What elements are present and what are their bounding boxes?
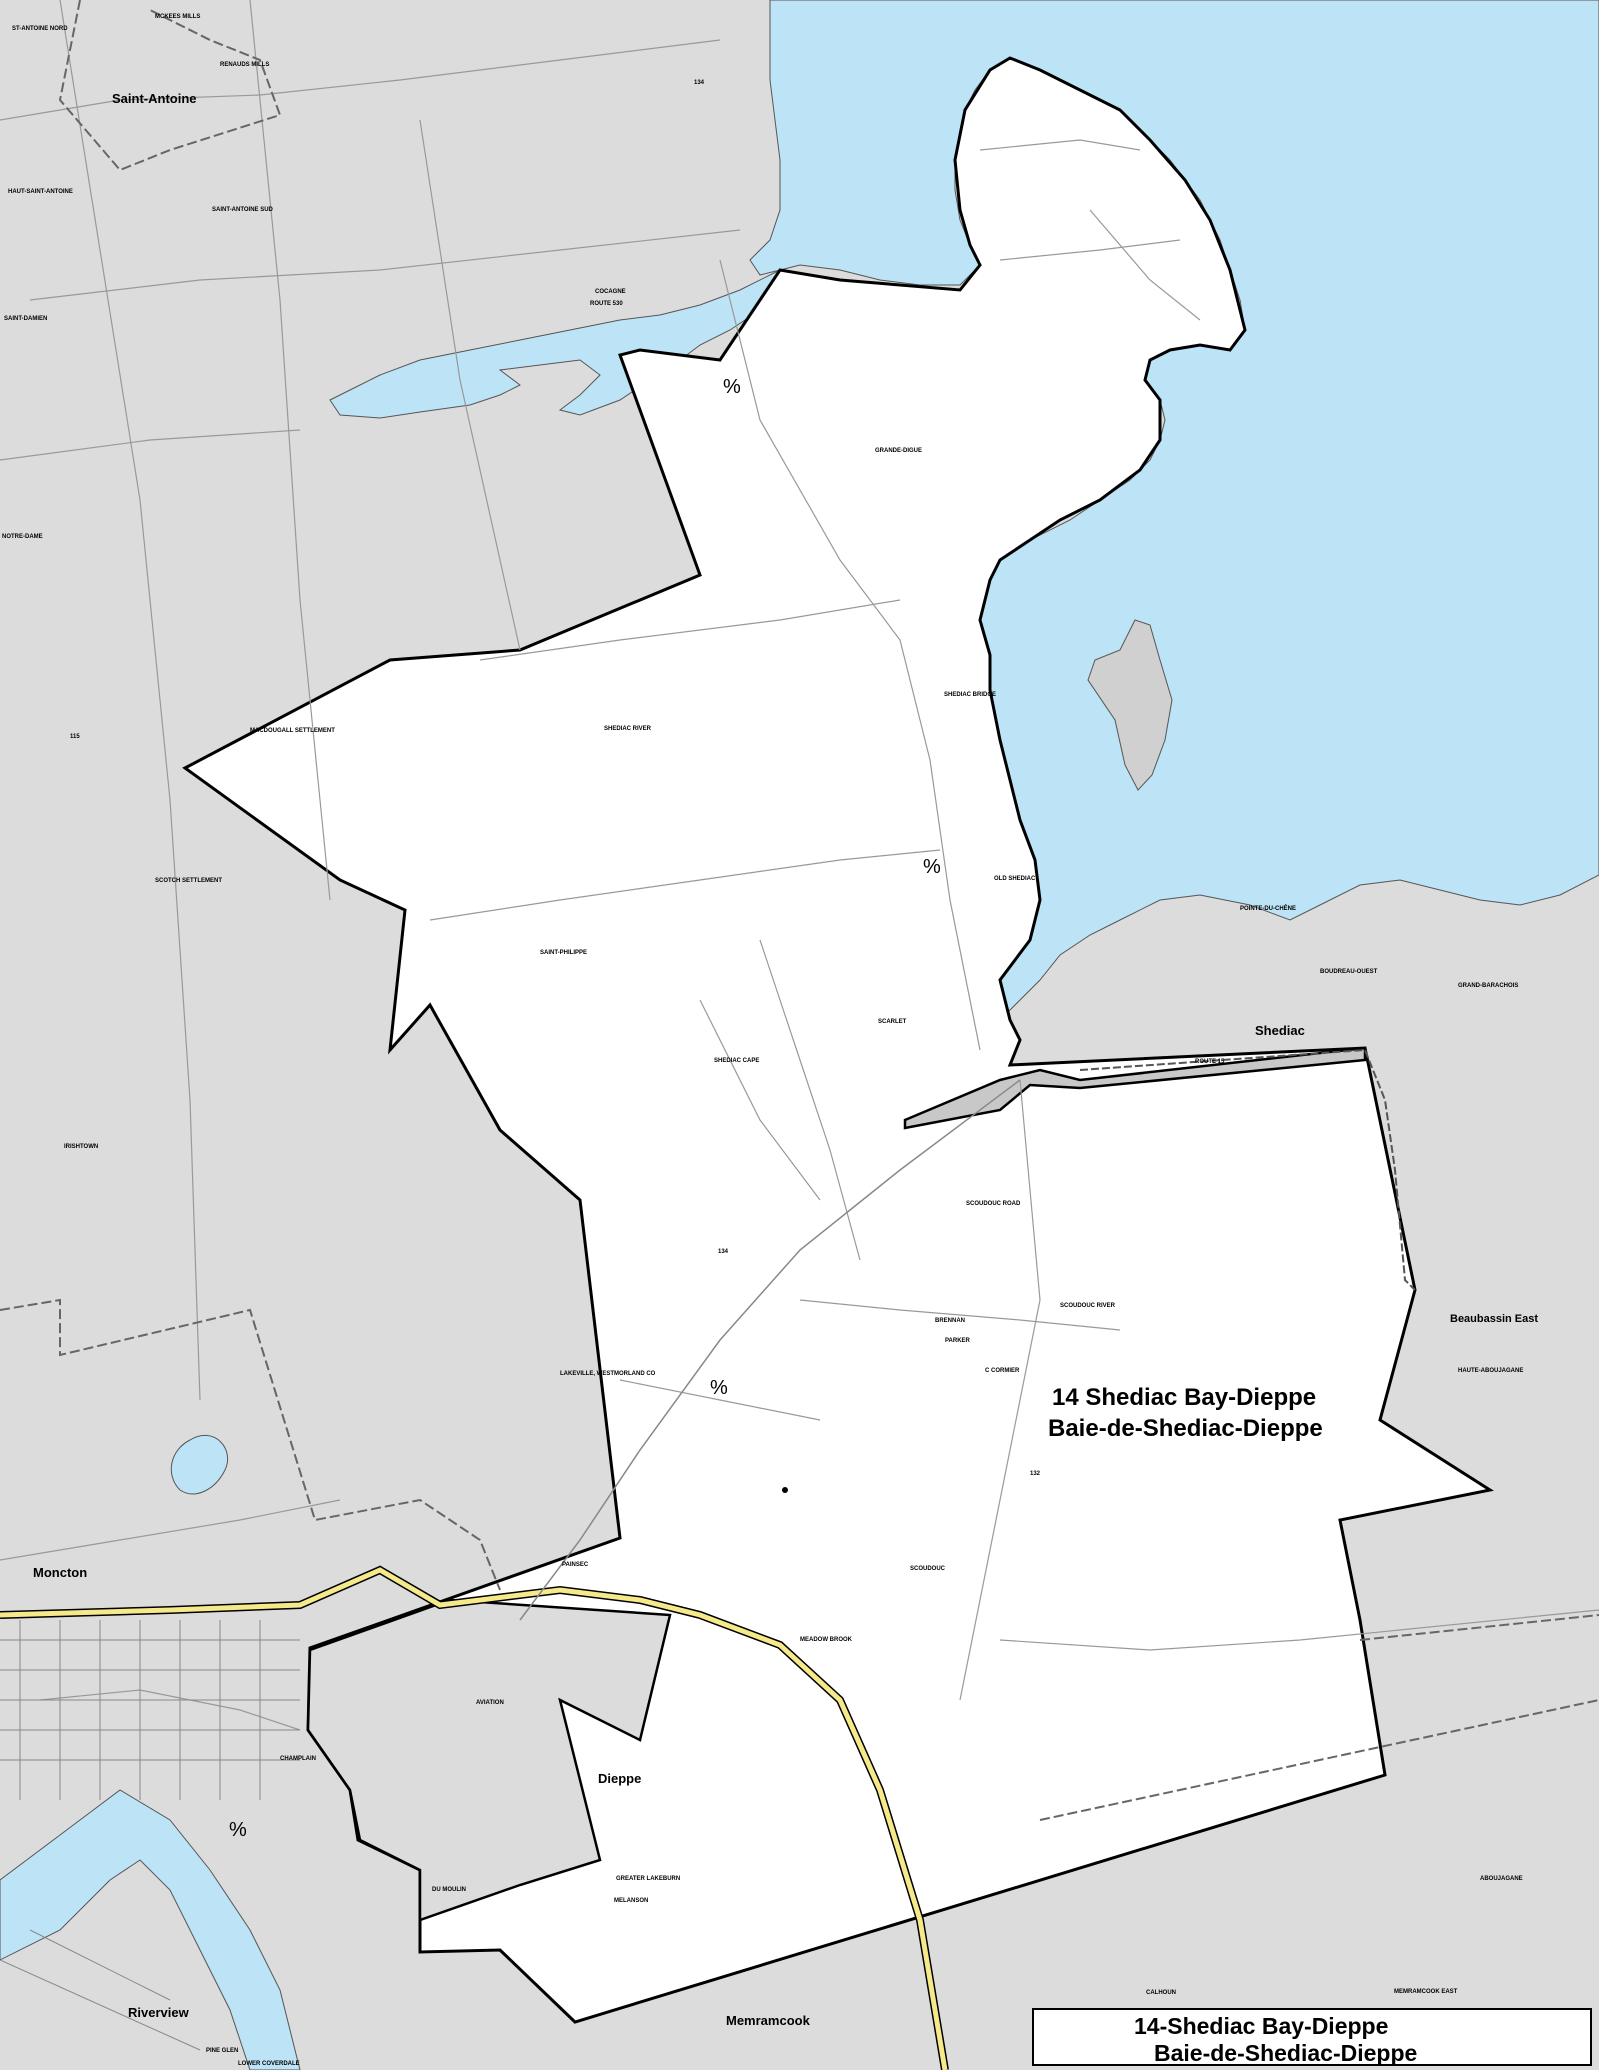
place-label: LOWER COVERDALE [238,2061,300,2067]
place-label: CALHOUN [1146,1990,1176,1996]
place-label: SAINT-DAMIEN [4,316,47,322]
label-dieppe: Dieppe [598,1771,641,1786]
place-labels: ST-ANTOINE NORD MCKEES MILLS RENAUDS MIL… [2,14,1523,2067]
place-label: HAUTE-ABOUJAGANE [1458,1368,1523,1374]
place-label: POINTE-DU-CHÊNE [1240,904,1296,912]
place-label: HAUT-SAINT-ANTOINE [8,189,73,195]
place-label: ABOUJAGANE [1480,1876,1523,1882]
centroid-dot [782,1487,788,1493]
label-shediac: Shediac [1255,1023,1305,1038]
road-label: AVIATION [476,1700,504,1706]
road-label: 134 [718,1249,729,1255]
legend-line-1: 14-Shediac Bay-Dieppe [1134,2013,1389,2039]
place-label: GRAND-BARACHOIS [1458,983,1518,989]
label-riverview: Riverview [128,2005,190,2020]
place-label: SCOTCH SETTLEMENT [155,878,222,884]
road-label: 115 [70,734,80,740]
place-label: SCOUDOUC ROAD [966,1201,1021,1207]
road-label: 132 [1030,1471,1041,1477]
district-name-fr: Baie-de-Shediac-Dieppe [1048,1415,1323,1442]
place-label: IRISHTOWN [64,1144,98,1150]
place-label: PAINSEC [562,1562,589,1568]
place-label: SAINT-ANTOINE SUD [212,207,274,213]
road-label: PARKER [945,1338,971,1344]
place-label: SHEDIAC CAPE [714,1058,759,1064]
pct-marker: % [229,1819,247,1841]
place-label: SCOUDOUC [910,1566,946,1572]
place-label: MACDOUGALL SETTLEMENT [250,728,335,734]
legend-box: 14-Shediac Bay-Dieppe Baie-de-Shediac-Di… [1032,2008,1592,2066]
petitcodiac-river [0,1789,301,2070]
road-label: SCOUDOUC RIVER [1060,1303,1116,1309]
place-label: MEADOW BROOK [800,1637,853,1643]
place-label: SAINT-PHILIPPE [540,950,587,956]
highway [0,1565,949,2070]
pct-markers: % % % % [229,376,941,1841]
place-label: SHEDIAC RIVER [604,726,652,732]
place-label: LAKEVILLE, WESTMORLAND CO [560,1371,656,1377]
place-label: GREATER LAKEBURN [616,1876,680,1882]
road-label: BRENNAN [935,1318,965,1324]
road-label: CHAMPLAIN [280,1756,316,1762]
road-label: C CORMIER [985,1368,1020,1374]
label-saint-antoine: Saint-Antoine [112,91,197,106]
road-label: ROUTE 15 [1195,1059,1225,1065]
road-label: 134 [694,80,705,86]
place-label: BOUDREAU-OUEST [1320,969,1378,975]
place-label: COCAGNE [595,289,626,295]
legend-line-2: Baie-de-Shediac-Dieppe [1154,2040,1418,2066]
label-moncton: Moncton [33,1565,87,1580]
route-15 [1079,1048,1416,1291]
road-label: SCARLET [878,1019,907,1025]
place-label: PINE GLEN [206,2048,238,2054]
pct-marker: % [710,1377,728,1399]
pct-marker: % [723,376,741,398]
railway [519,1079,1021,1621]
shediac-town-area [903,1046,1367,1130]
place-label: SHEDIAC BRIDGE [944,692,996,698]
lakeville-pond [170,1434,229,1495]
road-label: ROUTE 530 [590,301,623,307]
moncton-urban [0,1620,300,2051]
place-label: RENAUDS MILLS [220,62,269,68]
road-label: DU MOULIN [432,1887,466,1893]
roads [0,0,1599,1731]
shediac-island [1087,619,1173,791]
road-label: MELANSON [614,1898,648,1904]
road-label: OLD SHEDIAC [994,876,1036,882]
place-label: MCKEES MILLS [155,14,200,20]
place-label: MEMRAMCOOK EAST [1394,1989,1458,1995]
road-labels: 134 134 115 132 ROUTE 15 ROUTE 530 SCOUD… [70,80,1225,1904]
place-label: GRANDE-DIGUE [875,448,922,454]
district-name-en: 14 Shediac Bay-Dieppe [1052,1384,1316,1411]
place-label: NOTRE-DAME [2,534,43,540]
label-memramcook: Memramcook [726,2013,811,2028]
municipal-boundaries [0,0,1599,1821]
pct-marker: % [923,856,941,878]
place-label: ST-ANTOINE NORD [12,26,68,32]
label-beaubassin-east: Beaubassin East [1450,1313,1538,1325]
